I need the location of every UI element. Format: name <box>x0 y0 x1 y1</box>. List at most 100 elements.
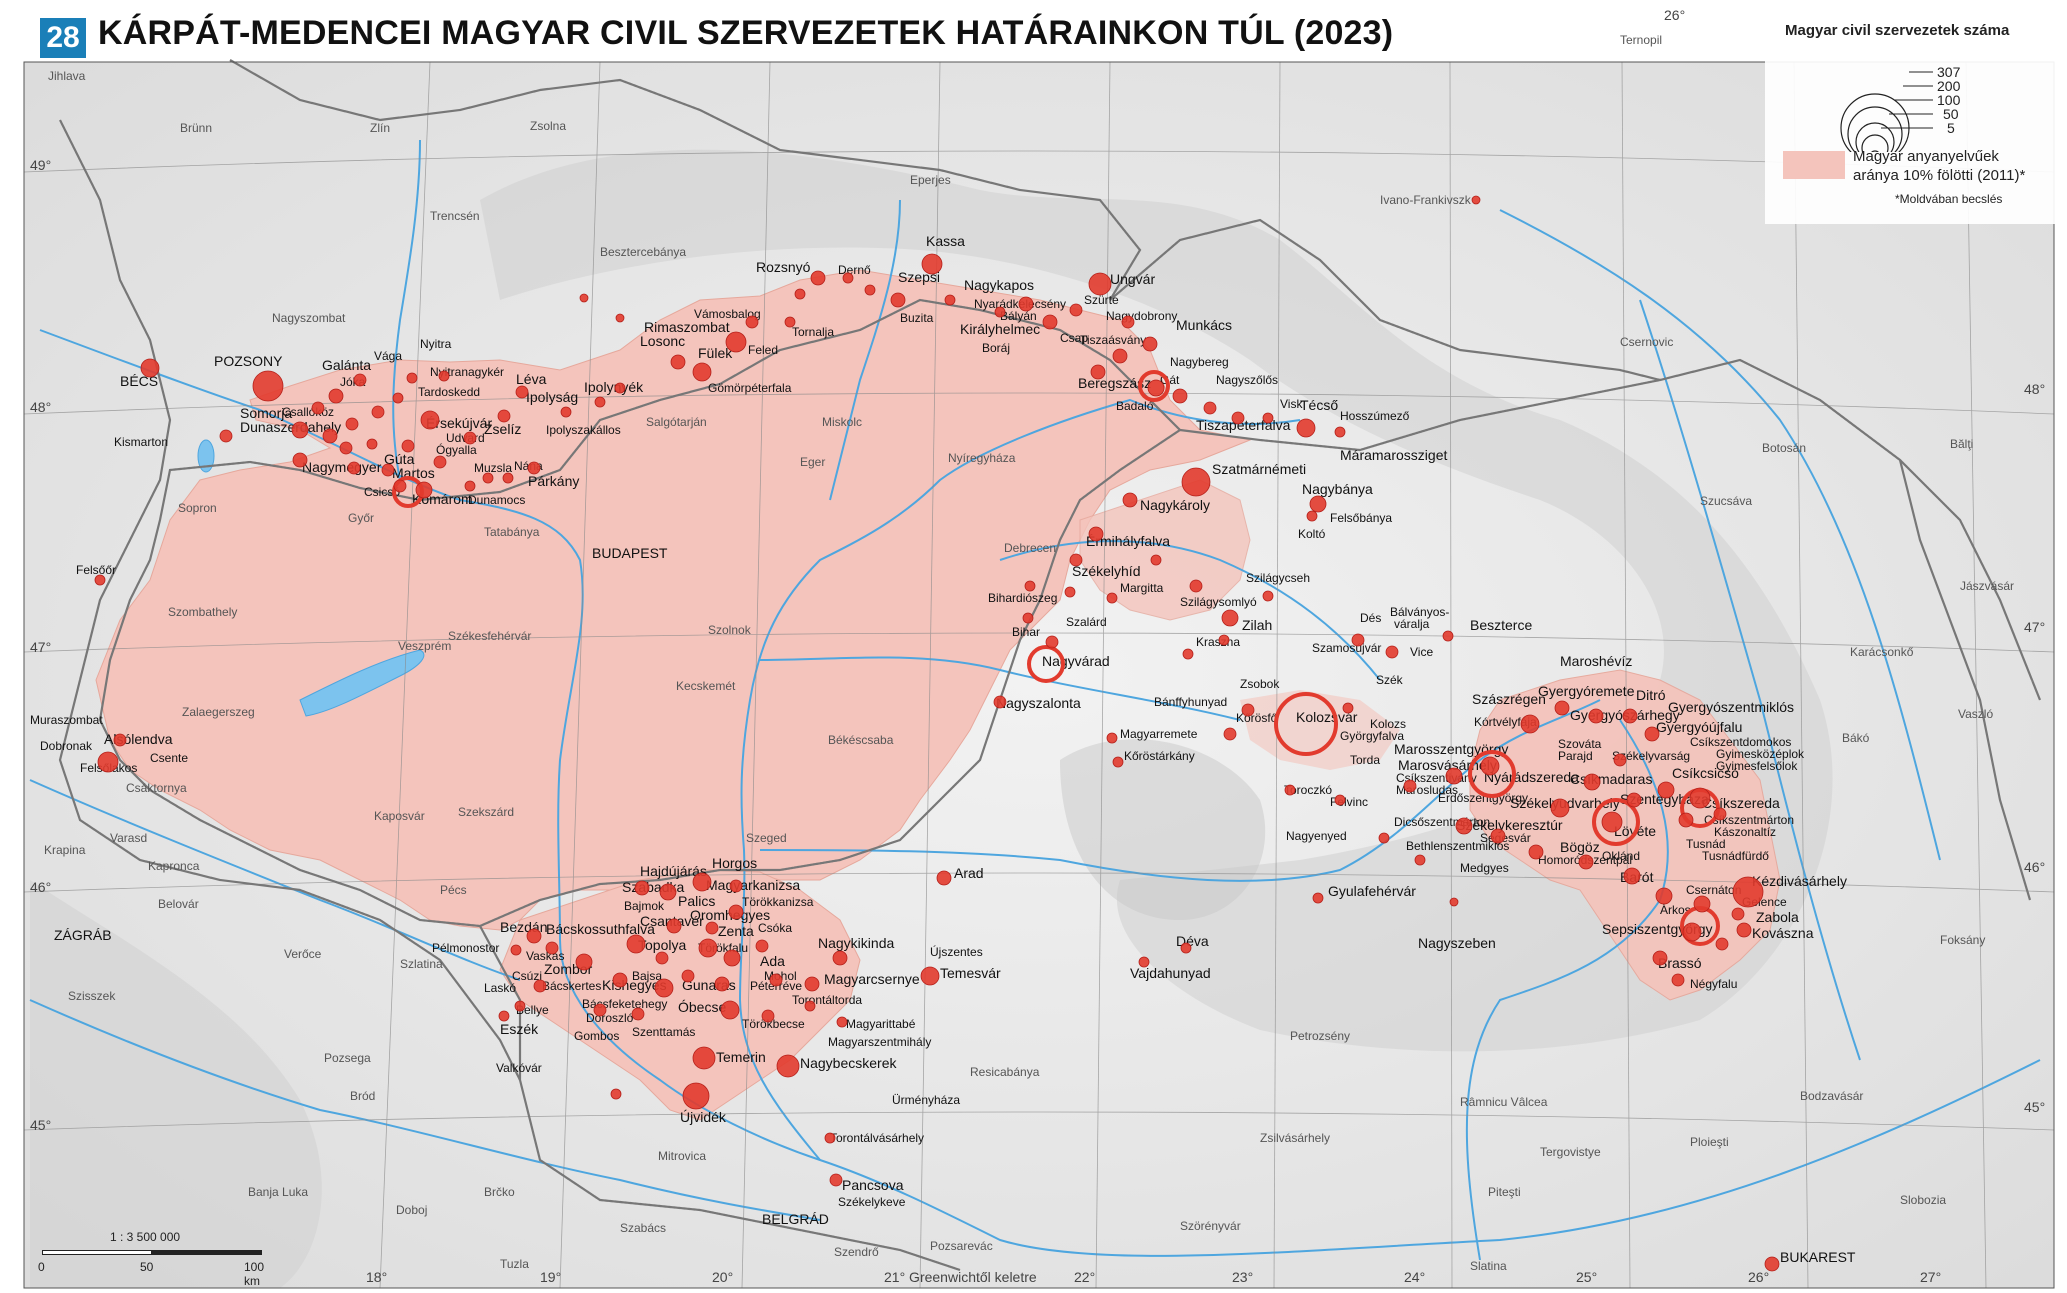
lat-label-49: 49° <box>30 157 51 173</box>
place-label: Felsőőr <box>76 563 116 577</box>
org-count-symbol <box>1449 897 1459 907</box>
place-label: Máramarossziget <box>1340 447 1447 463</box>
org-count-symbol <box>1018 296 1034 312</box>
org-count-symbol <box>1764 1256 1780 1272</box>
org-count-symbol <box>1528 844 1544 860</box>
place-label: Nagydobrony <box>1106 309 1177 323</box>
map-title: KÁRPÁT-MEDENCEI MAGYAR CIVIL SZERVEZETEK… <box>98 14 1394 52</box>
place-label: Slobozia <box>1900 1193 1946 1207</box>
place-label: Ploieşti <box>1690 1135 1729 1149</box>
place-label: Tusnád <box>1686 837 1726 851</box>
place-label: Dunaszerdahely <box>240 419 341 435</box>
place-label: Tuzla <box>500 1257 529 1271</box>
place-label: Szilágycseh <box>1246 571 1310 585</box>
organization-symbols <box>94 195 1780 1272</box>
org-count-symbol <box>1088 526 1104 542</box>
place-label: Györgyfalva <box>1340 729 1404 743</box>
place-label: BUKAREST <box>1780 1249 1856 1265</box>
place-label: Temesvár <box>940 965 1001 981</box>
hungarian-area-main <box>95 269 1252 931</box>
place-label: Vámosbalog <box>694 307 761 321</box>
place-label: Bălţi <box>1950 437 1973 451</box>
org-count-symbol <box>1262 590 1274 602</box>
org-count-symbol <box>347 461 361 475</box>
org-count-symbol <box>692 1046 716 1070</box>
place-label: Szatmárnémeti <box>1212 461 1306 477</box>
place-label: Pécs <box>440 883 467 897</box>
place-label: ZÁGRÁB <box>54 927 112 943</box>
large-org-ring <box>1138 370 1170 402</box>
place-label: Zsobok <box>1240 677 1280 691</box>
place-label: Vice <box>1410 645 1433 659</box>
org-count-symbol <box>1218 634 1230 646</box>
river-olt <box>1465 719 1669 1261</box>
org-count-symbol <box>113 733 127 747</box>
org-count-symbol <box>94 574 106 586</box>
place-label: Ipolyság <box>526 389 578 405</box>
legend-circle-5 <box>1871 150 1879 152</box>
org-count-symbol <box>415 481 433 499</box>
place-label: Zenta <box>718 923 754 939</box>
org-count-symbol <box>1622 708 1638 724</box>
legend-area-label-2: aránya 10% fölötti (2011)* <box>1853 167 2026 184</box>
org-count-symbol <box>1715 937 1729 951</box>
lon-label-20: 20° <box>712 1269 733 1285</box>
meridian-27 <box>1965 61 1987 1289</box>
legend-area-label-1: Magyar anyanyelvűek <box>1853 148 1999 165</box>
place-label: Csúzi <box>512 969 542 983</box>
place-label: Nagybecskerek <box>800 1055 897 1071</box>
org-count-symbol <box>594 396 606 408</box>
place-label: Kovászna <box>1752 925 1814 941</box>
org-count-symbol <box>1064 586 1076 598</box>
org-count-symbol <box>219 429 233 443</box>
org-count-symbol <box>1583 773 1601 791</box>
scale-ratio: 1 : 3 500 000 <box>110 1230 181 1244</box>
place-label: Gyulafehérvár <box>1328 883 1416 899</box>
place-label: Bethlenszentmiklós <box>1406 839 1509 853</box>
lat-label-46-right: 46° <box>2024 859 2045 875</box>
org-count-symbol <box>804 1000 816 1012</box>
legend-circle-200 <box>1847 106 1903 152</box>
org-count-symbol <box>291 421 309 439</box>
legend-value-5: 5 <box>1947 120 1955 136</box>
place-label: Horgos <box>712 855 757 871</box>
org-count-symbol <box>593 1003 607 1017</box>
place-label: Nagyszeben <box>1418 935 1496 951</box>
org-count-symbol <box>514 1000 526 1012</box>
place-label: Bácskertes <box>542 979 601 993</box>
place-label: Kézdivásárhely <box>1752 873 1847 889</box>
org-count-symbol <box>1112 348 1128 364</box>
org-count-symbol <box>292 452 308 468</box>
lat-label-48-right: 48° <box>2024 381 2045 397</box>
lon-label-27: 27° <box>1920 1269 1941 1285</box>
org-count-symbol <box>1601 811 1623 833</box>
lat-label-45: 45° <box>30 1117 51 1133</box>
org-count-symbol <box>692 362 712 382</box>
org-count-symbol <box>698 938 718 958</box>
org-count-symbol <box>993 695 1007 709</box>
place-label: Szamosújvár <box>1312 641 1381 655</box>
org-count-symbol <box>1689 787 1711 809</box>
org-count-symbol <box>1309 495 1327 513</box>
meridian-23 <box>1273 61 1281 1289</box>
place-label: Gúta <box>384 451 415 467</box>
org-count-symbol <box>1150 554 1162 566</box>
org-count-symbol <box>392 392 404 404</box>
place-label: Marosszentgyörgy <box>1394 741 1508 757</box>
org-count-symbol <box>1106 592 1118 604</box>
place-label: Bákó <box>1842 731 1870 745</box>
place-label: Csíkmadaras <box>1570 771 1652 787</box>
place-label: Toroczkó <box>1284 783 1332 797</box>
place-label: Szolnok <box>708 623 752 637</box>
place-label: Vajdahunyad <box>1130 965 1211 981</box>
org-count-symbol <box>464 480 476 492</box>
org-count-symbol <box>140 358 160 378</box>
org-count-symbol <box>515 385 529 399</box>
legend: Magyar civil szervezetek száma 307 200 1… <box>1765 14 2055 224</box>
place-label: Mitrovica <box>658 1149 706 1163</box>
lat-label-46: 46° <box>30 879 51 895</box>
river-tisza <box>738 398 1301 1161</box>
border-croatia <box>58 679 521 1081</box>
org-count-symbol <box>654 978 674 998</box>
